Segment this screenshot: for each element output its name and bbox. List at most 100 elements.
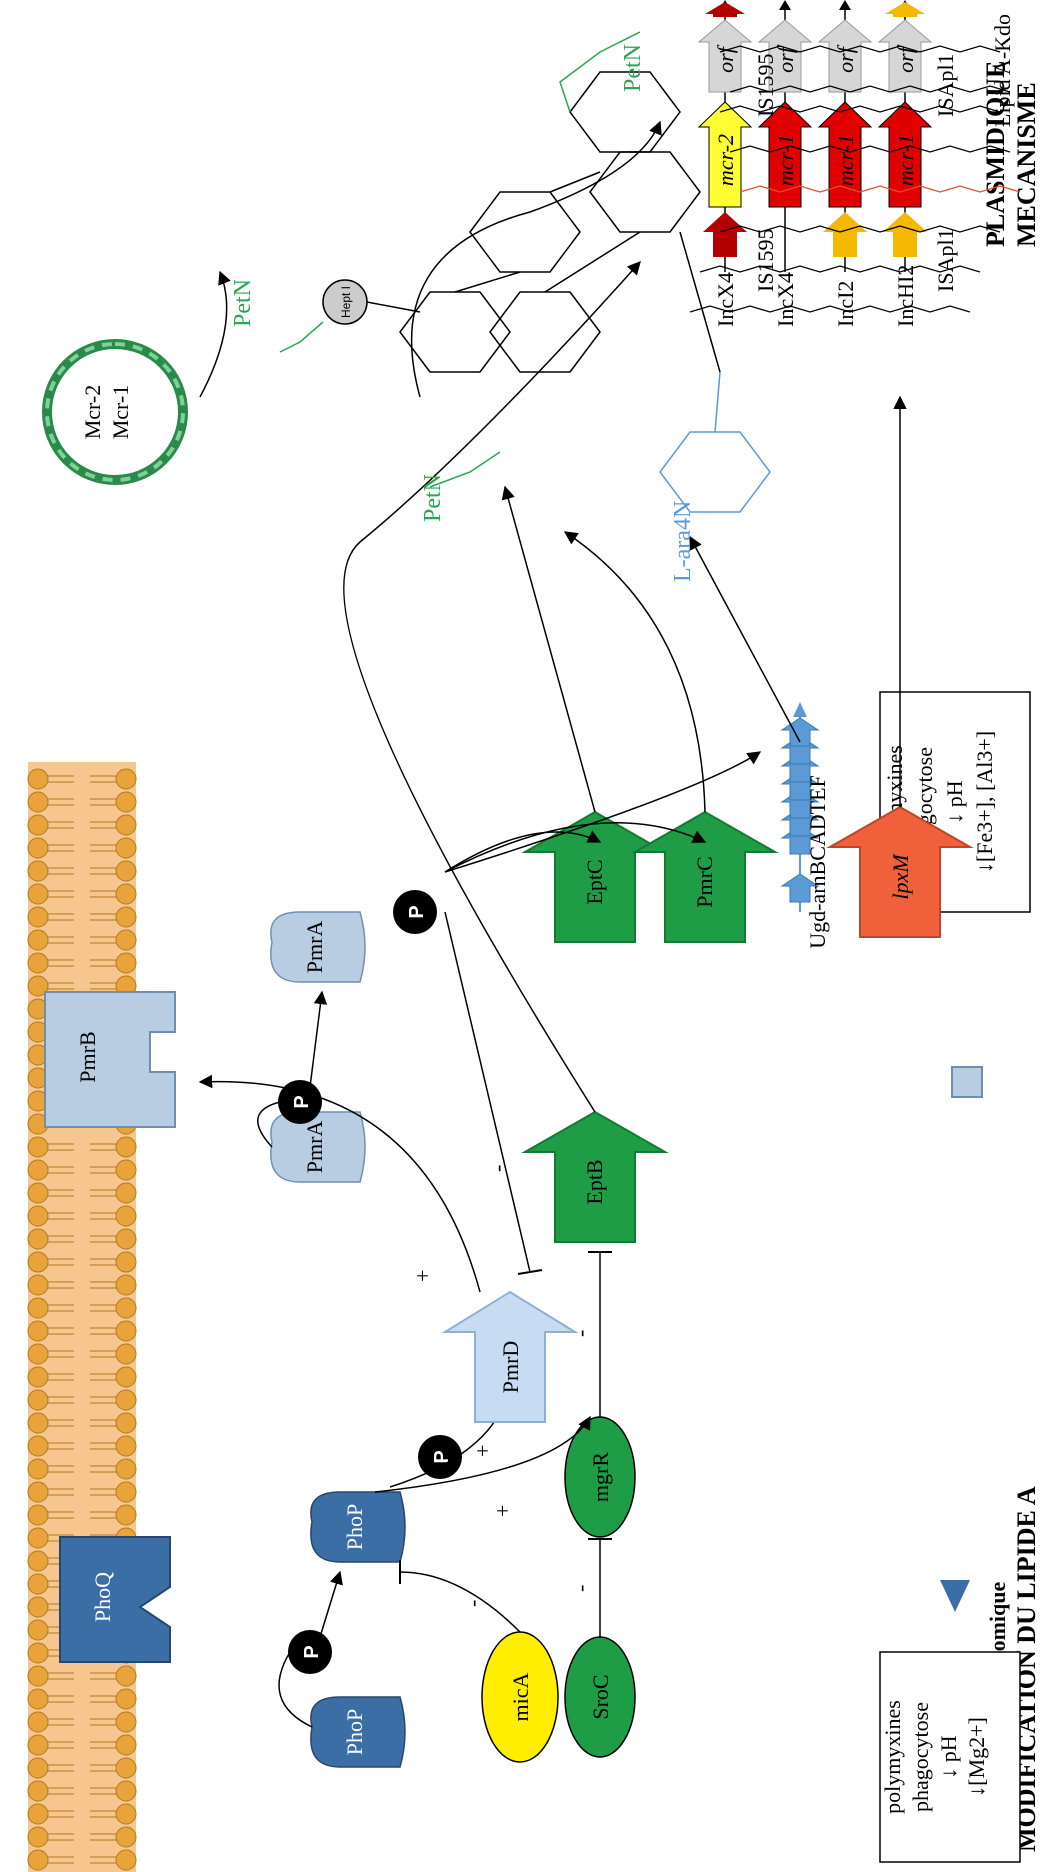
is-left-label: IS1595 (753, 228, 778, 292)
plasmid-row-arrowhead (839, 0, 851, 10)
pmrd-plus-sign: + (410, 1270, 435, 1282)
lipid-head (27, 1435, 49, 1457)
lipid-head (115, 883, 137, 905)
lipid-head (115, 1458, 137, 1480)
acyl-chain (699, 265, 981, 273)
phoq-signal-box: ↓[Mg2+] ↓ pH phagocytose polymyxines (879, 1651, 1021, 1863)
lipid-head (27, 1619, 49, 1641)
phospho-pmra: P (393, 890, 437, 934)
lipid-head (27, 1734, 49, 1756)
lipid-head (115, 929, 137, 951)
lipid-head (27, 929, 49, 951)
sroc-rna: SroC (564, 1636, 636, 1758)
pmra-inhibits-pmrd-line (444, 911, 531, 1273)
phop-active-label: PhoP (342, 1504, 367, 1550)
phoq-phosphorylates-phop-arrow (319, 1570, 343, 1638)
mcr-gene-arrow (757, 101, 813, 208)
operon-end-arrow (793, 702, 807, 717)
lipid-head (27, 814, 49, 836)
acyl-chain (729, 85, 1011, 93)
lipid-head (27, 1228, 49, 1250)
pmrb-signal-line1: ↓[Fe3+], [Al3+] (972, 731, 997, 873)
pmrd-label: PmrD (498, 1341, 523, 1394)
lipid-head (115, 1251, 137, 1273)
plasmid-circle-arrow (199, 270, 231, 398)
phop-mgrr-plus-sign: + (490, 1505, 515, 1517)
lipid-head (115, 1159, 137, 1181)
lipid-head (27, 975, 49, 997)
lipid-head (27, 1757, 49, 1779)
eptc-to-petn-arrow (501, 485, 596, 813)
lipid-head (27, 883, 49, 905)
lipid-head (115, 1734, 137, 1756)
operon-gene-arrow (780, 873, 820, 903)
plasmid-inc-label: IncX4 (773, 272, 798, 327)
phop-activates-mgrr-arrow (374, 1415, 591, 1493)
phop-free-label: PhoP (342, 1709, 367, 1755)
lipid-head (27, 1665, 49, 1687)
acyl-chain (689, 305, 971, 313)
pmrc-to-petn-arrow (563, 531, 706, 813)
lpxm-gene: lpxM (826, 805, 974, 938)
acyl-chain (719, 225, 1001, 233)
phospho-phop-label: P (431, 1450, 453, 1463)
phop-free: PhoP (310, 1696, 406, 1768)
plasmid-title-line2: PLASMIDIQUE (981, 61, 1010, 247)
mcr-gene-label: mcr-1 (893, 134, 918, 186)
hept-label: Hept I (339, 286, 353, 318)
lipid-head (27, 1596, 49, 1618)
phospho-phoq-label: P (301, 1645, 323, 1658)
ugd-operon-label: Ugd-arnBCADTEF (805, 775, 830, 949)
pmra-minus-sign: - (485, 1165, 510, 1172)
acyl-chain (719, 105, 1001, 113)
mcr-plasmid: Mcr-1 Mcr-2 (42, 339, 188, 485)
lipid-head (27, 906, 49, 928)
lipid-head (27, 1573, 49, 1595)
ugd-arn-operon (780, 702, 820, 912)
mica-minus-sign: - (460, 1600, 485, 1607)
phospho-pmra-label: P (406, 905, 428, 918)
lipid-head (27, 1159, 49, 1181)
lipid-head (115, 1711, 137, 1733)
petn-top-label: PetN (620, 44, 646, 92)
lipid-head (115, 1780, 137, 1802)
lipid-a-kdo-structure: Hept I PetN PetN L-ara4N PetN Lipid A-Kd… (230, 14, 1021, 582)
lipid-head (27, 1274, 49, 1296)
lipid-head (115, 1665, 137, 1687)
mgrr-rna: mgrR (564, 1416, 636, 1538)
acyl-chain (739, 185, 1021, 193)
pmrb-label: PmrB (75, 1031, 100, 1082)
phoq-signal-line2: ↓ pH (936, 1735, 961, 1779)
orf-label: orf (893, 44, 918, 73)
pmra-activates-eptc-arrow (444, 830, 602, 873)
lipid-bilayer-membrane (27, 762, 137, 1872)
plasmid-to-petn-arrow (410, 120, 662, 398)
orf-arrow (697, 19, 753, 93)
mcr-gene-arrow (697, 101, 753, 208)
lipid-head (115, 1757, 137, 1779)
is-element-right (885, 2, 925, 17)
mcr-gene-arrow (877, 101, 933, 208)
eptb-to-petn-top-arrow (343, 260, 641, 1113)
is-element-right (705, 2, 745, 17)
lipid-head (115, 1389, 137, 1411)
membrane-lipid-heads (27, 768, 137, 1871)
mgrr-minus-sign: - (568, 1330, 593, 1337)
acyl-chain (729, 145, 1011, 153)
lipid-head (115, 837, 137, 859)
lipid-head (115, 1343, 137, 1365)
lipid-head (115, 1205, 137, 1227)
lipid-head (27, 1366, 49, 1388)
lipid-head (115, 1803, 137, 1825)
phoq-to-phop-free-line (278, 1651, 313, 1728)
lipid-head (27, 1297, 49, 1319)
pmrc-label: PmrC (692, 856, 717, 907)
lpxm-label: lpxM (888, 853, 913, 900)
phop-active: PhoP (310, 1491, 406, 1563)
is-element-left (883, 212, 927, 257)
phospho-phop: P (418, 1435, 462, 1479)
lipid-head (27, 1849, 49, 1871)
